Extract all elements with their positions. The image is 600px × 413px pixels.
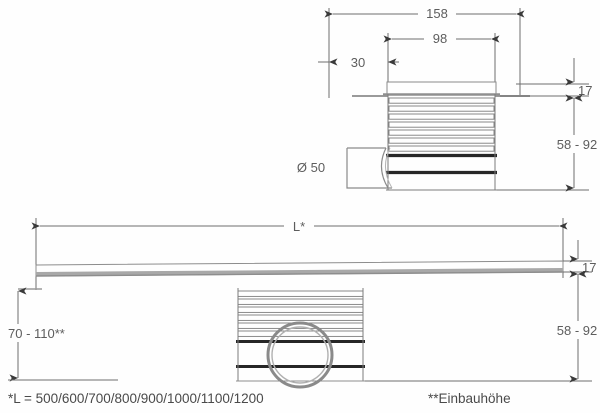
bottom-view-group: L* 70 - 110**	[0, 217, 600, 389]
outlet-flange-plate	[386, 81, 497, 95]
channel-underside	[35, 271, 564, 277]
dim-label-length: L*	[293, 219, 305, 234]
dim-label-17-bottom: 17	[582, 260, 596, 275]
outlet-pipe-curve-inner	[385, 147, 393, 189]
outlet-circle-outer	[266, 321, 334, 389]
dim-70110-text-bg	[0, 324, 84, 342]
channel-profile-shadow	[36, 268, 563, 276]
dim-158-text-bg	[418, 6, 456, 22]
dim-label-30: 30	[351, 55, 365, 70]
dim-label-17-top: 17	[578, 83, 592, 98]
dim-label-98: 98	[433, 31, 447, 46]
outlet-circle-inner	[271, 326, 329, 384]
dim-label-58-92-bottom: 58 - 92	[557, 323, 597, 338]
dim-label-diameter-50: Ø 50	[297, 160, 325, 175]
outlet-body-ribs	[388, 97, 495, 152]
footnote-installation-height: **Einbauhöhe	[428, 391, 511, 406]
dim-98-text-bg	[424, 31, 456, 47]
dim-5892b-text-bg	[556, 321, 600, 339]
dim-label-70-110: 70 - 110**	[8, 326, 65, 341]
dim-label-58-92-top: 58 - 92	[557, 137, 597, 152]
outlet-pipe-curve-outer	[380, 147, 389, 189]
outlet-pipe-body	[346, 148, 392, 189]
dim-5892-text-bg	[556, 135, 600, 153]
footnote-length-options: *L = 500/600/700/800/900/1000/1100/1200	[8, 391, 264, 406]
dim-label-158: 158	[426, 6, 448, 21]
top-view-group: 158 98 30	[297, 6, 600, 192]
dim-L-text-bg	[284, 217, 314, 234]
